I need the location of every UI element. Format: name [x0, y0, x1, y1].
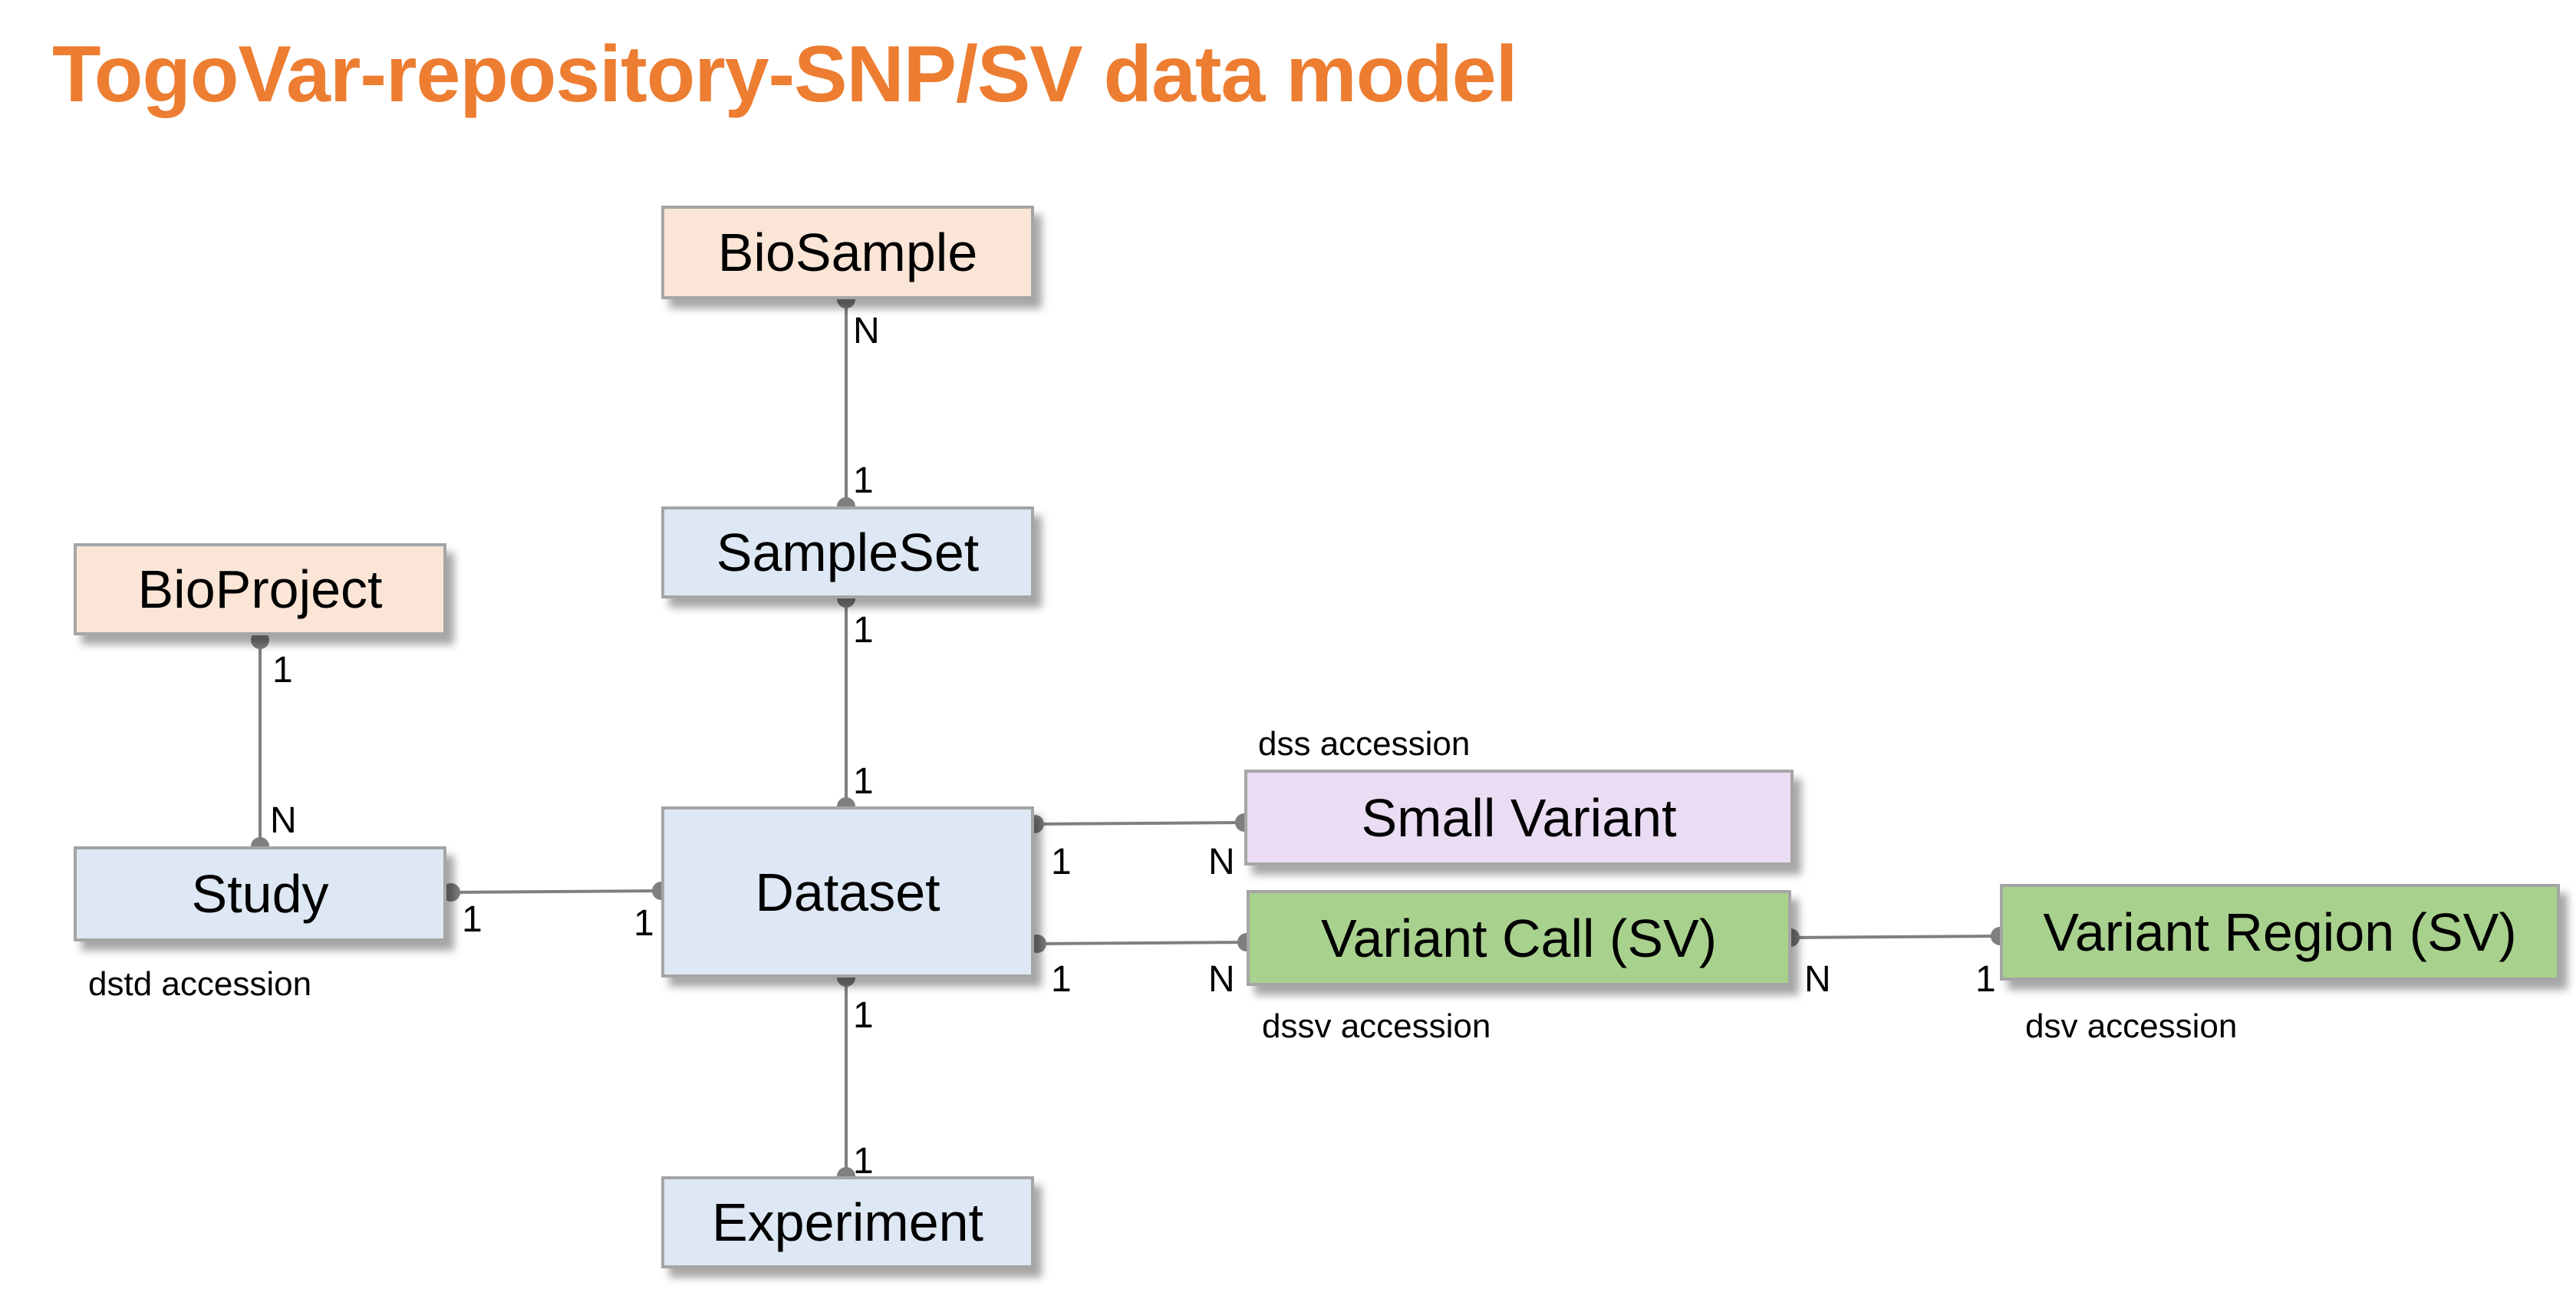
cardinality-label: N — [270, 800, 297, 841]
entity-label: Study — [191, 864, 329, 924]
entity-label: Variant Region (SV) — [2043, 902, 2517, 962]
cardinality-label: 1 — [634, 903, 654, 944]
cardinality-label: 1 — [853, 995, 874, 1036]
entity-label: Experiment — [711, 1192, 984, 1252]
connector-dot — [442, 883, 460, 902]
entity-label: Dataset — [755, 862, 940, 922]
link-variantcall-variantregion — [1790, 935, 2001, 939]
accession-label-variant-call: dssv accession — [1262, 1007, 1491, 1045]
entity-experiment[interactable]: Experiment — [661, 1176, 1034, 1268]
cardinality-label: 1 — [853, 761, 874, 802]
cardinality-label: N — [853, 311, 880, 351]
cardinality-label: N — [1804, 959, 1831, 1000]
cardinality-label: 1 — [1975, 959, 1996, 1000]
entity-dataset[interactable]: Dataset — [661, 806, 1034, 978]
entity-label: Small Variant — [1361, 787, 1677, 848]
cardinality-label: 1 — [462, 899, 483, 940]
cardinality-label: 1 — [1051, 842, 1072, 882]
entity-bioproject[interactable]: BioProject — [74, 543, 446, 635]
entity-variant-call[interactable]: Variant Call (SV) — [1247, 890, 1791, 986]
cardinality-label: 1 — [272, 650, 293, 691]
cardinality-label: 1 — [853, 460, 874, 501]
entity-label: SampleSet — [716, 523, 980, 582]
connector-dot — [251, 631, 269, 649]
link-dataset-variantcall — [1036, 941, 1247, 945]
entity-label: Variant Call (SV) — [1320, 908, 1718, 968]
accession-label-small-variant: dss accession — [1258, 725, 1471, 763]
cardinality-label: 1 — [1051, 959, 1072, 1000]
cardinality-label: N — [1208, 842, 1235, 882]
cardinality-label: 1 — [853, 1141, 874, 1182]
accession-label-study: dstd accession — [88, 965, 312, 1003]
cardinality-label: 1 — [853, 610, 874, 651]
page-title: TogoVar-repository-SNP/SV data model — [52, 30, 1518, 119]
accession-label-variant-region: dsv accession — [2025, 1007, 2238, 1045]
entity-label: BioProject — [137, 559, 383, 619]
cardinality-label: N — [1208, 959, 1235, 1000]
entity-sampleset[interactable]: SampleSet — [661, 506, 1034, 598]
link-dataset-smallvariant — [1034, 821, 1245, 826]
entity-small-variant[interactable]: Small Variant — [1244, 770, 1794, 866]
entity-variant-region[interactable]: Variant Region (SV) — [2000, 884, 2560, 981]
link-study-dataset — [450, 889, 662, 894]
entity-biosample[interactable]: BioSample — [661, 206, 1034, 299]
entity-label: BioSample — [717, 223, 978, 282]
entity-study[interactable]: Study — [74, 846, 446, 941]
